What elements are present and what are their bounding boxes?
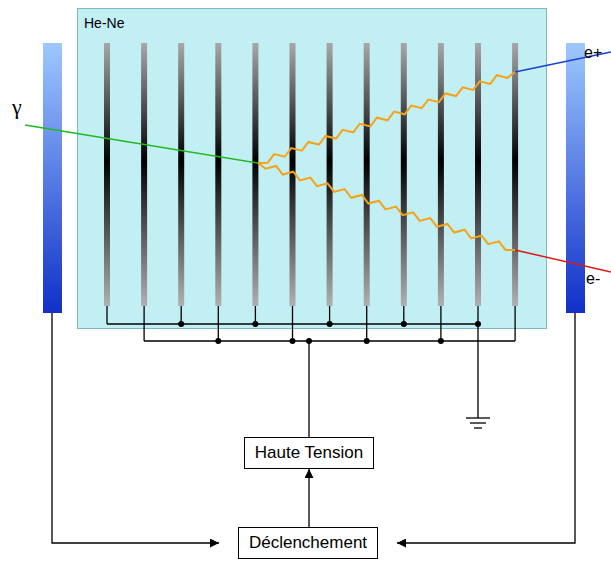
spark-trails — [258, 72, 515, 250]
junction-dot — [215, 338, 221, 344]
spark-trail — [258, 72, 515, 163]
node-text: Haute Tension — [255, 443, 363, 463]
high-voltage-box: Haute Tension — [244, 437, 374, 469]
node-text: He-Ne — [84, 15, 540, 31]
junction-dot — [438, 338, 444, 344]
junction-dot — [327, 321, 333, 327]
wiring — [52, 306, 575, 543]
junction-dot — [475, 321, 481, 327]
ground-symbol — [466, 417, 490, 418]
gamma-label: γ — [12, 94, 22, 120]
trigger-wire — [52, 313, 219, 543]
plate-wire — [440, 306, 441, 341]
electrode-plate — [364, 43, 370, 306]
scintillator-right — [566, 43, 585, 313]
electrode-plates — [104, 43, 518, 306]
electrode-plate — [252, 43, 258, 306]
ground-symbol — [474, 427, 482, 428]
plate-wire — [366, 306, 367, 341]
plate-wire — [218, 306, 219, 341]
scintillator-left — [43, 43, 62, 313]
electrode-plate — [215, 43, 221, 306]
node-text: Déclenchement — [249, 533, 367, 553]
plate-wire — [514, 306, 515, 341]
gamma-track — [25, 125, 258, 163]
electrode-plate — [141, 43, 147, 306]
positron-label: e+ — [584, 44, 602, 62]
junction-dot — [401, 321, 407, 327]
junction-dot — [252, 321, 258, 327]
junction-dots — [178, 321, 481, 344]
electrode-plate — [104, 43, 110, 306]
junction-dot — [306, 338, 312, 344]
electrode-plate — [401, 43, 407, 306]
plate-wire — [106, 306, 107, 324]
plate-wire — [292, 306, 293, 341]
electrode-plate — [512, 43, 518, 306]
electrode-plate — [327, 43, 333, 306]
ground-symbol — [470, 422, 486, 423]
electron-track — [515, 250, 611, 272]
electrode-plate — [438, 43, 444, 306]
spark-trail — [258, 163, 515, 250]
electron-label: e- — [586, 270, 600, 288]
junction-dot — [290, 338, 296, 344]
junction-dot — [364, 338, 370, 344]
ground-wire — [477, 324, 478, 418]
bus-wire — [144, 340, 515, 341]
plate-wire — [143, 306, 144, 341]
electrode-plate — [178, 43, 184, 306]
trigger-wire — [397, 313, 575, 543]
junction-dot — [178, 321, 184, 327]
signal-arrow — [308, 469, 309, 527]
high-voltage-wire — [308, 341, 309, 437]
trigger-box: Déclenchement — [238, 527, 378, 559]
